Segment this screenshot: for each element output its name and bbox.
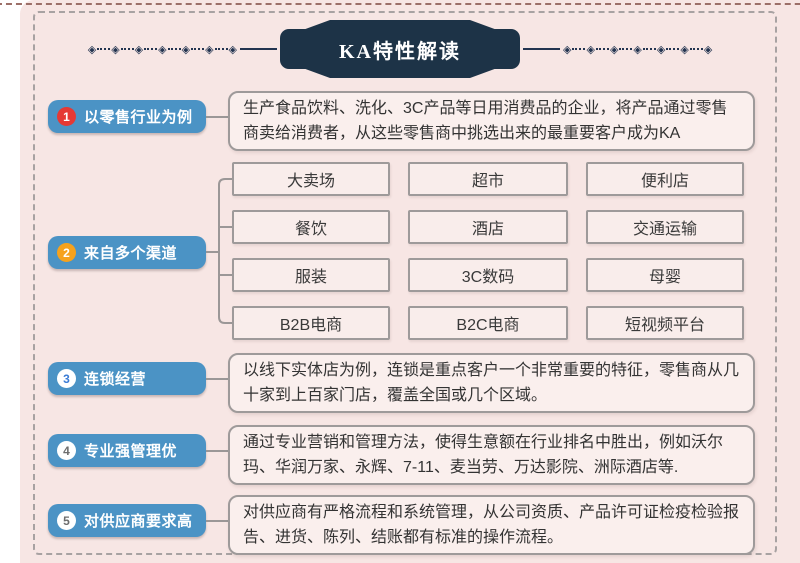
connector-line-5 (206, 520, 228, 522)
diamond-icon: ◈ (563, 42, 572, 56)
number-badge-1: 1 (57, 107, 76, 126)
number-badge-2: 2 (57, 243, 76, 262)
number-badge-4: 4 (57, 441, 76, 460)
number-badge-5: 5 (57, 511, 76, 530)
diamond-icon: ◈ (609, 42, 619, 56)
banner-peak-top (300, 20, 500, 31)
section-label-3: 3 连锁经营 (48, 362, 206, 395)
section-label-text-3: 连锁经营 (84, 371, 147, 388)
diamond-icon: ◈ (87, 42, 97, 56)
connector-bar-right (523, 48, 560, 50)
ornament-chain-right: ◈ ◈ ◈ ◈ ◈ ◈ ◈ (563, 44, 712, 55)
diamond-icon: ◈ (111, 42, 120, 56)
page-title: KA特性解读 (339, 40, 461, 63)
dotted-line (689, 48, 703, 50)
section-label-text-5: 对供应商要求高 (84, 513, 193, 530)
section-label-5: 5 对供应商要求高 (48, 504, 206, 537)
connector-line-3 (206, 378, 228, 380)
connector-line-1 (206, 116, 228, 118)
dotted-line (191, 48, 205, 50)
connector-line-4 (206, 450, 228, 452)
dotted-line (595, 48, 609, 50)
channel-box: 短视频平台 (586, 306, 744, 340)
dotted-line (144, 48, 158, 50)
diamond-icon: ◈ (656, 42, 666, 56)
channel-box: 便利店 (586, 162, 744, 196)
section-label-4: 4 专业强管理优 (48, 434, 206, 467)
diamond-icon: ◈ (680, 42, 689, 56)
diamond-icon: ◈ (181, 42, 191, 56)
dotted-line (642, 48, 656, 50)
connector-bar-left (240, 48, 277, 50)
banner-peak-bottom (300, 67, 500, 78)
dotted-line (619, 48, 633, 50)
channel-box: 服装 (232, 258, 390, 292)
channel-box: 母婴 (586, 258, 744, 292)
section-content-4: 通过专业营销和管理方法，使得生意额在行业排名中胜出，例如沃尔玛、华润万家、永辉、… (228, 425, 755, 485)
dotted-line (214, 48, 228, 50)
channel-box: 餐饮 (232, 210, 390, 244)
channel-box: 大卖场 (232, 162, 390, 196)
header: ◈ ◈ ◈ ◈ ◈ ◈ ◈ KA特性解读 ◈ ◈ ◈ ◈ ◈ ◈ ◈ (0, 20, 800, 78)
channel-box: 酒店 (408, 210, 568, 244)
diamond-icon: ◈ (158, 42, 167, 56)
section-label-1: 1 以零售行业为例 (48, 100, 206, 133)
diamond-icon: ◈ (134, 42, 144, 56)
diamond-icon: ◈ (703, 42, 713, 56)
number-badge-3: 3 (57, 369, 76, 388)
diamond-icon: ◈ (586, 42, 595, 56)
section-content-1: 生产食品饮料、洗化、3C产品等日用消费品的企业，将产品通过零售商卖给消费者，从这… (228, 91, 755, 151)
diamond-icon: ◈ (205, 42, 214, 56)
dotted-line (167, 48, 181, 50)
dotted-line (666, 48, 680, 50)
banner-body (280, 29, 520, 69)
section-label-text-1: 以零售行业为例 (84, 109, 193, 126)
channel-box: 超市 (408, 162, 568, 196)
channel-grid: 大卖场 超市 便利店 餐饮 酒店 交通运输 服装 3C数码 母婴 B2B电商 B… (232, 162, 744, 340)
channel-box: 交通运输 (586, 210, 744, 244)
channel-box: B2B电商 (232, 306, 390, 340)
section-label-text-4: 专业强管理优 (84, 443, 178, 460)
channel-box: B2C电商 (408, 306, 568, 340)
section-label-text-2: 来自多个渠道 (84, 245, 178, 262)
diamond-icon: ◈ (633, 42, 642, 56)
dotted-line (572, 48, 586, 50)
dotted-line (97, 48, 111, 50)
dotted-line (120, 48, 134, 50)
channel-box: 3C数码 (408, 258, 568, 292)
section-content-5: 对供应商有严格流程和系统管理，从公司资质、产品许可证检疫检验报告、进货、陈列、结… (228, 495, 755, 555)
bracket-connector (206, 178, 234, 324)
title-banner: KA特性解读 (280, 20, 520, 78)
section-content-3: 以线下实体店为例，连锁是重点客户一个非常重要的特征，零售商从几十家到上百家门店，… (228, 353, 755, 413)
section-label-2: 2 来自多个渠道 (48, 236, 206, 269)
ornament-chain-left: ◈ ◈ ◈ ◈ ◈ ◈ ◈ (88, 44, 237, 55)
diamond-icon: ◈ (228, 42, 237, 56)
